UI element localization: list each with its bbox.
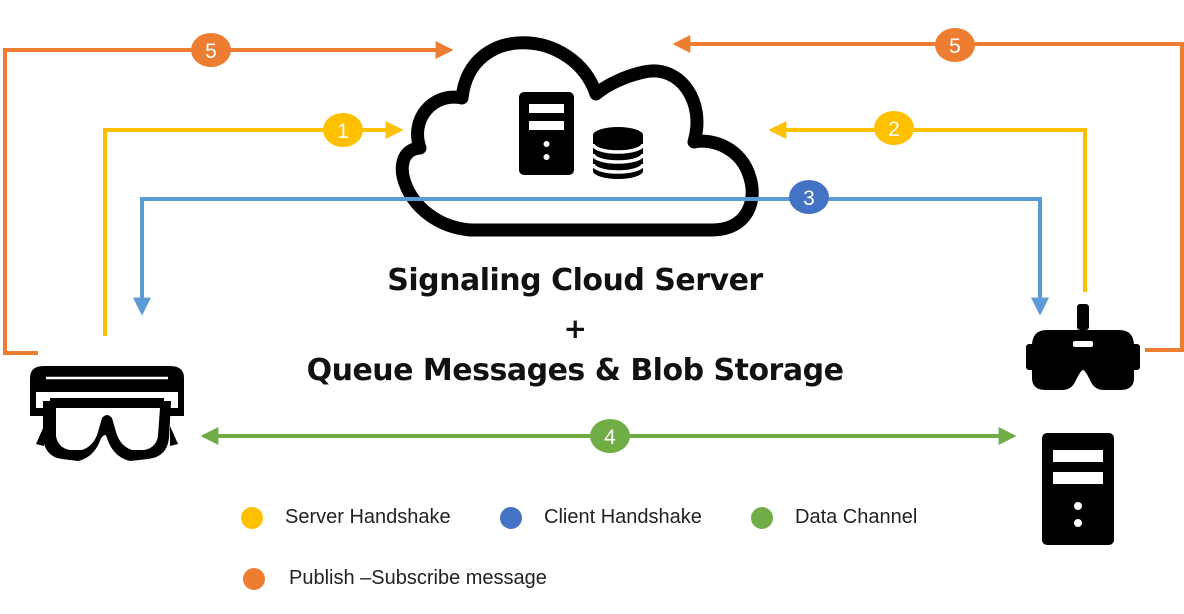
legend-item-server-handshake: Server Handshake xyxy=(241,506,451,529)
badge-label: 4 xyxy=(604,426,616,449)
badge-step-1: 1 xyxy=(323,113,363,147)
client-handshake-arrow-right xyxy=(630,197,1049,316)
badge-label: 5 xyxy=(949,35,961,58)
server-handshake-arrow-left xyxy=(103,121,404,336)
legend-label: Data Channel xyxy=(795,506,918,528)
badge-step-5-right: 5 xyxy=(935,28,975,62)
legend-dot-orange xyxy=(243,567,265,590)
legend-item-data-channel: Data Channel xyxy=(751,506,917,529)
title-plus: + xyxy=(563,312,587,345)
pc-tower-icon xyxy=(1042,433,1114,545)
badge-label: 5 xyxy=(205,40,217,63)
badge-step-2: 2 xyxy=(874,111,914,145)
server-tower-icon xyxy=(519,92,574,175)
legend-dot-blue xyxy=(500,506,522,529)
publish-subscribe-arrow-left xyxy=(3,41,454,355)
cloud-icon xyxy=(395,36,759,237)
badge-label: 1 xyxy=(337,120,349,143)
legend-label: Publish –Subscribe message xyxy=(289,567,547,589)
badge-step-3: 3 xyxy=(789,180,829,214)
legend-dot-green xyxy=(751,506,773,529)
client-handshake-arrow-left xyxy=(133,197,630,316)
badge-step-5-left: 5 xyxy=(191,33,231,67)
publish-subscribe-arrow-right xyxy=(672,35,1184,352)
legend-label: Server Handshake xyxy=(285,506,451,528)
badge-label: 2 xyxy=(888,118,900,141)
database-icon xyxy=(591,127,645,179)
mixed-reality-headset-icon xyxy=(30,366,184,462)
legend-label: Client Handshake xyxy=(544,506,702,528)
title-line-storage: Queue Messages & Blob Storage xyxy=(306,353,844,388)
badge-step-4: 4 xyxy=(590,419,630,453)
title-line-signaling: Signaling Cloud Server xyxy=(387,263,763,298)
vr-headset-icon xyxy=(1026,304,1140,390)
legend-item-publish-subscribe: Publish –Subscribe message xyxy=(243,567,547,590)
legend-dot-yellow xyxy=(241,506,263,529)
legend-item-client-handshake: Client Handshake xyxy=(500,506,702,529)
badge-label: 3 xyxy=(803,187,815,210)
